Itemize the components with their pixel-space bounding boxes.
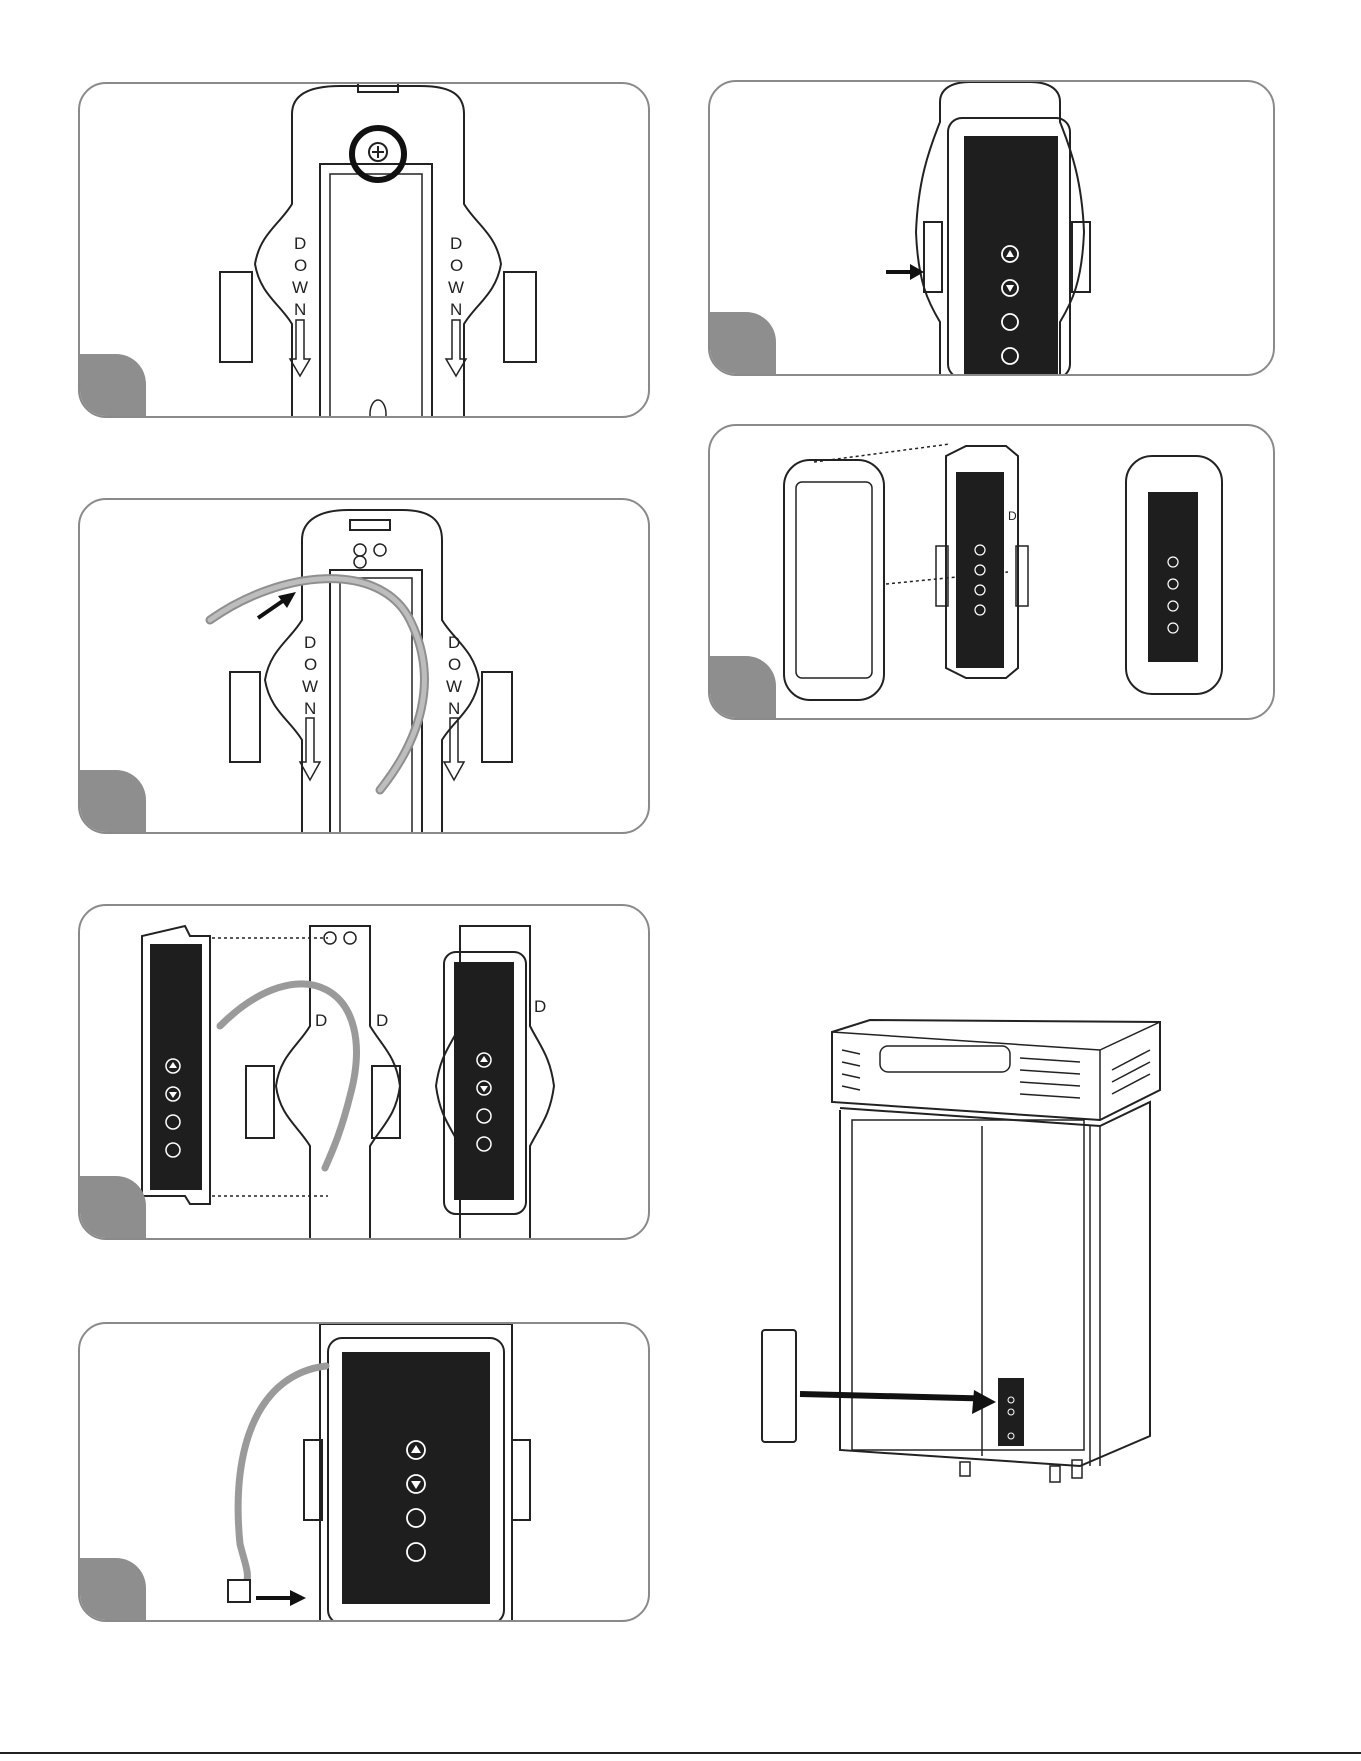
letter-d: D	[315, 1011, 327, 1030]
connector-plug	[228, 1580, 250, 1602]
letter-w: W	[302, 677, 318, 696]
letter-d: D	[448, 633, 460, 652]
letter-d: D	[304, 633, 316, 652]
step-tab	[80, 1558, 146, 1620]
down-label-left: D O W N	[302, 633, 318, 718]
install-arrow	[800, 1384, 982, 1408]
letter-o: O	[294, 256, 307, 275]
figure-panel-6: D	[708, 424, 1275, 720]
bracket-illustration: D O W N D O W N	[80, 84, 650, 418]
letter-o: O	[448, 655, 461, 674]
letter-n: N	[294, 300, 306, 319]
connector-illustration	[80, 1324, 650, 1622]
letter-d: D	[376, 1011, 388, 1030]
figure-panel-3: D D D	[78, 904, 650, 1240]
letter-o: O	[304, 655, 317, 674]
down-label-right: D O W N	[446, 633, 462, 718]
letter-d: D	[294, 234, 306, 253]
unit-control-panel	[998, 1378, 1024, 1446]
letter-o: O	[450, 256, 463, 275]
attach-control-illustration: D D D	[80, 906, 650, 1240]
step-tab	[80, 1176, 146, 1238]
down-label-left: D O W N	[292, 234, 308, 319]
letter-n: N	[304, 699, 316, 718]
figure-panel-1: D O W N D O W N	[78, 82, 650, 418]
water-heater-illustration	[760, 1010, 1180, 1520]
control-display	[1148, 492, 1198, 662]
step-tab	[710, 312, 776, 374]
letter-w: W	[292, 278, 308, 297]
letter-n: N	[450, 300, 462, 319]
control-in-bracket-illustration	[710, 82, 1275, 376]
cable-routing-illustration: D O W N D O W N	[80, 500, 650, 834]
figure-panel-5	[708, 80, 1275, 376]
cable	[238, 1366, 326, 1584]
letter-d: D	[450, 234, 462, 253]
front-cover	[784, 460, 884, 700]
footer-rule	[0, 1752, 1361, 1754]
cover-install-illustration: D	[710, 426, 1275, 720]
front-cover	[762, 1330, 796, 1442]
letter-d: D	[1008, 509, 1017, 523]
letter-w: W	[448, 278, 464, 297]
letter-w: W	[446, 677, 462, 696]
letter-d: D	[534, 997, 546, 1016]
figure-panel-4	[78, 1322, 650, 1622]
step-tab	[710, 656, 776, 718]
control-display	[956, 472, 1004, 668]
figure-panel-2: D O W N D O W N	[78, 498, 650, 834]
step-tab	[80, 354, 146, 416]
letter-n: N	[448, 699, 460, 718]
down-label-right: D O W N	[448, 234, 464, 319]
control-display	[342, 1352, 490, 1604]
step-tab	[80, 770, 146, 832]
cable	[220, 984, 356, 1168]
